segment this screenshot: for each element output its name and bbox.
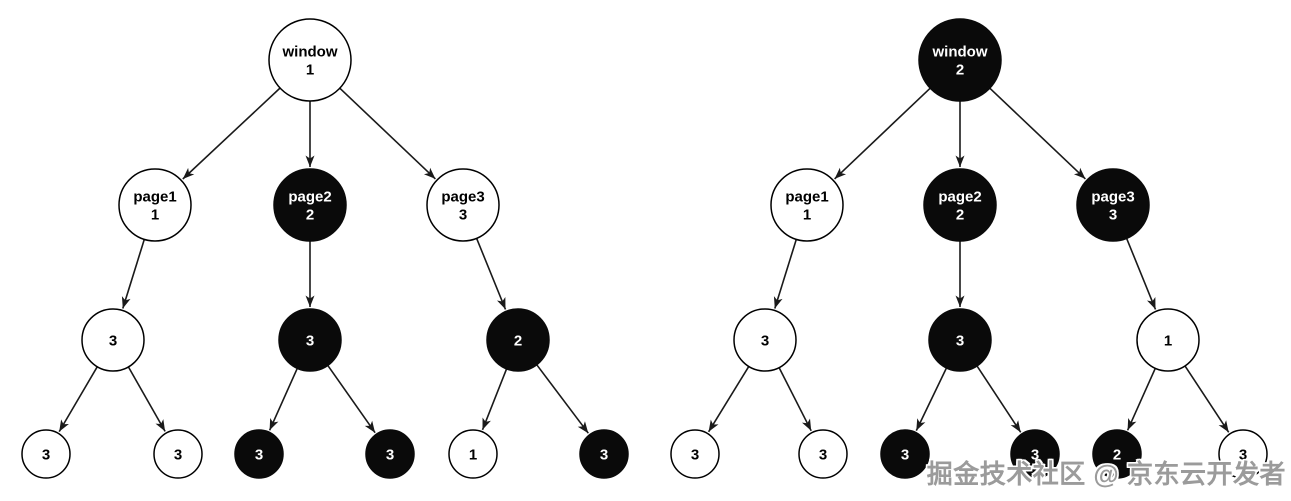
- node-circle: [923, 168, 997, 242]
- tree1-edge-p1-c1: [121, 239, 146, 309]
- tree1-edge-c1-l2: [127, 366, 166, 432]
- node-circle: [579, 429, 629, 479]
- tree2-edge-c3-l5: [1126, 367, 1157, 431]
- node-circle: [918, 18, 1002, 102]
- tree2-edge-c1-l2: [778, 367, 812, 432]
- tree2-edge-c2-l4: [976, 365, 1022, 433]
- node-circle: [234, 429, 284, 479]
- watermark-text: 掘金技术社区 @ 京东云开发者: [926, 459, 1286, 489]
- node-circle: [268, 18, 352, 102]
- node-circle: [928, 308, 992, 372]
- tree2-node-c1: 3: [733, 308, 797, 372]
- tree1-edge-p3-c3: [475, 237, 507, 310]
- tree1-edge-w1-p1: [182, 87, 281, 180]
- tree1-edge-c2-l3: [268, 367, 299, 431]
- tree2-node-c2: 3: [928, 308, 992, 372]
- tree2-node-l1: 3: [670, 429, 720, 479]
- node-circle: [365, 429, 415, 479]
- tree1-edge-c3-l5: [481, 368, 508, 431]
- tree2-node-l2: 3: [798, 429, 848, 479]
- node-circle: [1092, 429, 1142, 479]
- node-circle: [273, 168, 347, 242]
- tree1-node-l4: 3: [365, 429, 415, 479]
- tree1-node-l2: 3: [153, 429, 203, 479]
- node-circle: [486, 308, 550, 372]
- tree1-node-l5: 1: [448, 429, 498, 479]
- tree1-node-c3: 2: [486, 308, 550, 372]
- node-circle: [733, 308, 797, 372]
- node-circle: [880, 429, 930, 479]
- tree2-edge-w2-p1: [834, 87, 931, 180]
- node-circle: [770, 168, 844, 242]
- tree2-edge-c2-l3: [915, 367, 948, 431]
- node-circle: [81, 308, 145, 372]
- node-circle: [1076, 168, 1150, 242]
- node-circle: [153, 429, 203, 479]
- node-circle: [670, 429, 720, 479]
- tree1-node-l3: 3: [234, 429, 284, 479]
- node-circle: [1218, 429, 1268, 479]
- tree1-edge-w1-p3: [339, 87, 436, 180]
- tree1-node-l6: 3: [579, 429, 629, 479]
- tree2-edge-w2-p3: [989, 87, 1086, 180]
- tree2-edge-c3-l6: [1184, 365, 1230, 433]
- node-circle: [21, 429, 71, 479]
- tree2-node-l3: 3: [880, 429, 930, 479]
- tree1-node-l1: 3: [21, 429, 71, 479]
- node-circle: [448, 429, 498, 479]
- tree1-node-c1: 3: [81, 308, 145, 372]
- node-circle: [798, 429, 848, 479]
- tree1-node-c2: 3: [278, 308, 342, 372]
- node-circle: [118, 168, 192, 242]
- tree1-edge-c1-l1: [58, 366, 98, 433]
- tree2-node-c3: 1: [1136, 308, 1200, 372]
- node-circle: [426, 168, 500, 242]
- tree2-edge-p3-c3: [1125, 237, 1157, 310]
- node-circle: [1010, 429, 1060, 479]
- tree1-edge-c2-l4: [327, 364, 376, 434]
- tree1-edge-c3-l6: [536, 364, 589, 434]
- node-circle: [1136, 308, 1200, 372]
- tree2-edge-p1-c1: [773, 239, 798, 309]
- node-circle: [278, 308, 342, 372]
- tree2-edge-c1-l1: [707, 365, 750, 433]
